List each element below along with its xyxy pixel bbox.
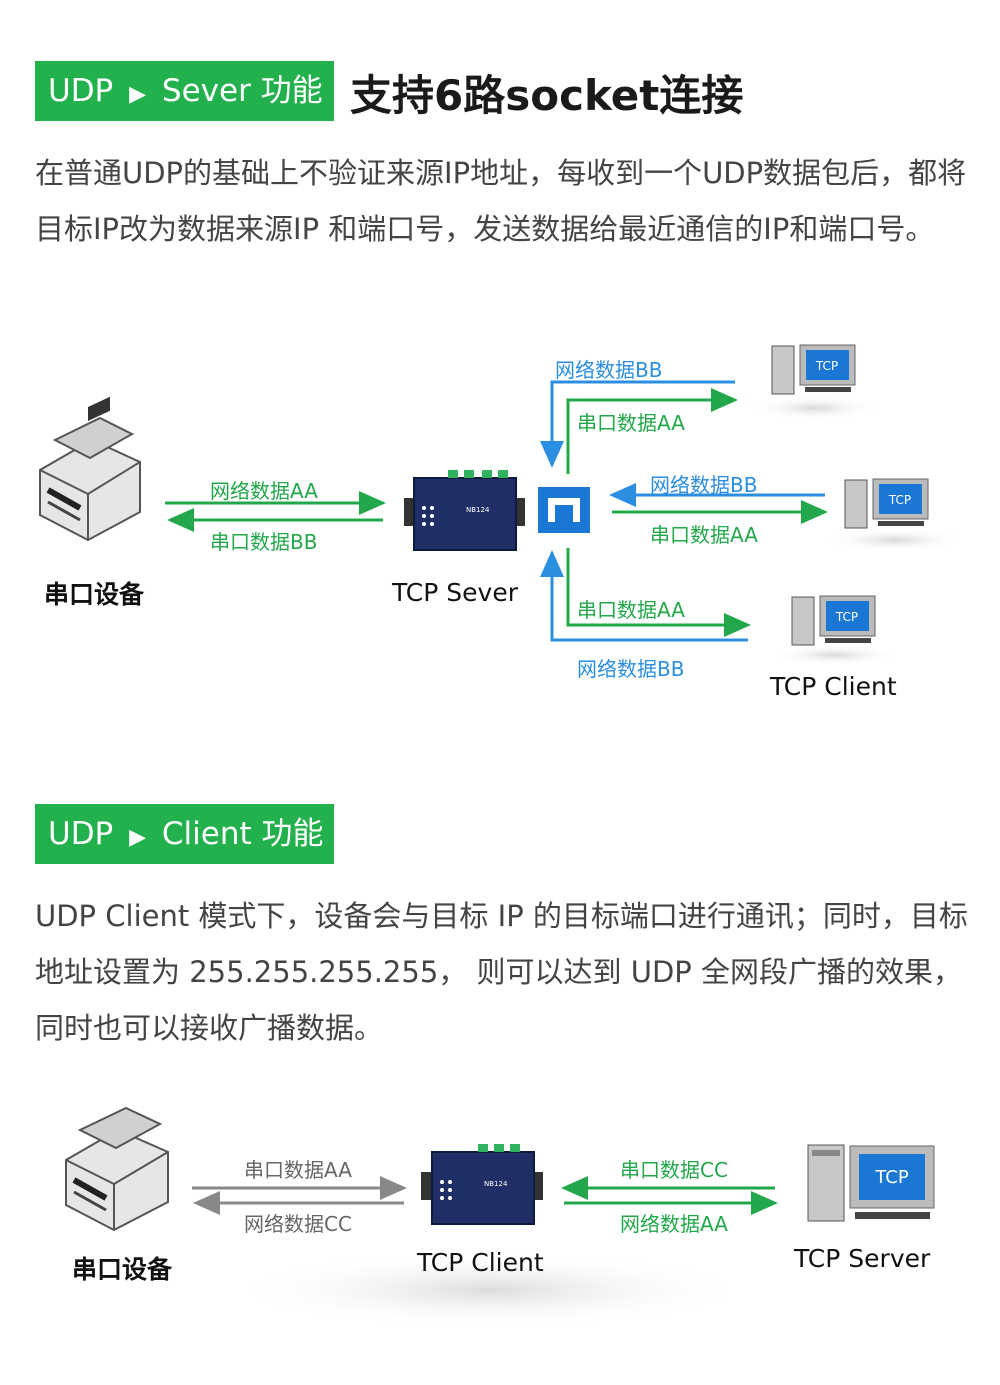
headline: 支持6路socket连接 <box>350 71 744 120</box>
right-bottom-label: 网络数据AA <box>620 1212 728 1236</box>
client-caption-2: TCP Client <box>417 1248 544 1277</box>
serial-device-icon <box>39 396 141 542</box>
device-caption-2: 串口设备 <box>72 1255 173 1284</box>
server-diagram: NB124 TCP TCP TCP <box>39 344 965 665</box>
device-caption: 串口设备 <box>44 580 145 609</box>
tcp-client-device-icon: NB124 <box>421 1144 543 1225</box>
server-to-device-label: 串口数据BB <box>210 530 318 554</box>
udp-client-badge: UDP ▶ Client 功能 <box>35 804 334 864</box>
pc-screen-label: TCP <box>835 610 858 624</box>
udp-server-badge: UDP ▶ Sever 功能 <box>35 61 334 121</box>
mid-out-label: 串口数据AA <box>650 523 758 547</box>
device-model-label: NB124 <box>466 506 490 514</box>
client-description: UDP Client 模式下，设备会与目标 IP 的目标端口进行通讯；同时，目标… <box>35 899 968 1045</box>
play-arrow-icon: ▶ <box>129 82 147 107</box>
mid-in-label: 网络数据BB <box>650 473 758 497</box>
top-in-label: 网络数据BB <box>555 358 663 382</box>
bot-out-label: 串口数据AA <box>577 598 685 622</box>
client-caption: TCP Client <box>770 672 897 701</box>
switch-icon <box>538 487 590 533</box>
left-bottom-label: 网络数据CC <box>244 1212 352 1236</box>
badge-udp-label: UDP <box>48 816 114 852</box>
badge-udp-label: UDP <box>48 73 114 109</box>
bot-in-label: 网络数据BB <box>577 657 685 681</box>
server-description: 在普通UDP的基础上不验证来源IP地址，每收到一个UDP数据包后，都将目标IP改… <box>35 156 967 246</box>
pc-screen-label: TCP <box>815 359 838 373</box>
pc-icon-top: TCP <box>750 344 880 420</box>
server-caption-2: TCP Server <box>794 1244 931 1273</box>
pc-icon-bottom: TCP <box>770 595 900 665</box>
serial-device-icon <box>65 1106 169 1232</box>
tcp-server-device-icon: NB124 <box>404 470 525 551</box>
badge-mode-label: Sever 功能 <box>161 73 323 109</box>
device-to-server-label: 网络数据AA <box>210 479 318 503</box>
play-arrow-icon: ▶ <box>129 825 147 850</box>
pc-icon-middle: TCP <box>825 478 965 552</box>
badge-mode-label: Client 功能 <box>161 816 324 852</box>
pc-screen-label: TCP <box>874 1167 909 1188</box>
top-out-label: 串口数据AA <box>577 411 685 435</box>
pc-screen-label: TCP <box>888 493 911 507</box>
left-top-label: 串口数据AA <box>244 1158 352 1182</box>
device-model-label: NB124 <box>484 1180 508 1188</box>
server-caption: TCP Sever <box>392 578 518 607</box>
pc-icon-server: TCP <box>807 1144 935 1222</box>
right-top-label: 串口数据CC <box>620 1158 728 1182</box>
